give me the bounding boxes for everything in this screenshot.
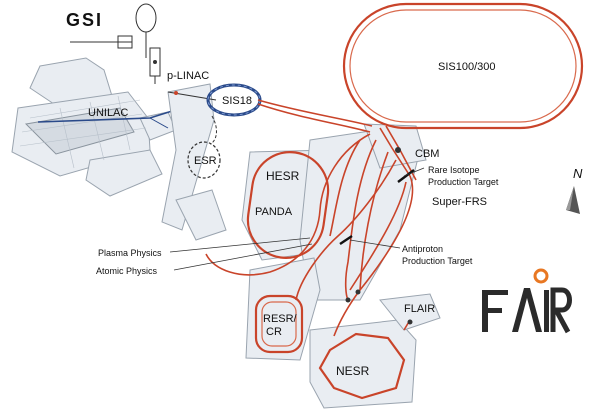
hesr-label: HESR bbox=[266, 169, 300, 183]
atomic-physics-leader bbox=[173, 243, 313, 271]
flair-label: FLAIR bbox=[404, 303, 435, 315]
p-linac-label: p-LINAC bbox=[167, 70, 209, 82]
rare-isotope-label-1: Rare Isotope bbox=[428, 165, 480, 175]
rare-isotope-target-marker bbox=[397, 169, 415, 183]
rare-isotope-label-2: Production Target bbox=[428, 177, 499, 187]
antiproton-leader bbox=[349, 239, 401, 249]
atomic-physics-label: Atomic Physics bbox=[96, 266, 158, 276]
hesr-ring bbox=[246, 151, 330, 259]
unilac-label: UNILAC bbox=[88, 107, 128, 119]
north-arrow-icon: N bbox=[566, 166, 583, 214]
antiproton-target-marker bbox=[339, 235, 353, 245]
super-frs-label: Super-FRS bbox=[432, 196, 487, 208]
rare-isotope-leader bbox=[403, 167, 425, 177]
sis18-label: SIS18 bbox=[222, 95, 252, 107]
antiproton-label-1: Antiproton bbox=[402, 244, 443, 254]
esr-label: ESR bbox=[194, 155, 217, 167]
transfer-lines bbox=[205, 99, 417, 337]
antiproton-label-2: Production Target bbox=[402, 256, 473, 266]
gsi-logo-text: GSI bbox=[66, 10, 103, 30]
plasma-physics-leader bbox=[169, 237, 311, 253]
gsi-logo: GSI bbox=[66, 3, 161, 84]
resr-label-1: RESR/ bbox=[263, 313, 298, 325]
resr-cr-rings bbox=[254, 294, 304, 354]
panda-label: PANDA bbox=[255, 206, 293, 218]
nesr-label: NESR bbox=[336, 364, 370, 378]
fair-logo-accent bbox=[533, 268, 549, 284]
north-label: N bbox=[573, 166, 583, 181]
nesr-ring bbox=[318, 319, 413, 400]
cbm-label: CBM bbox=[415, 148, 439, 160]
sis100-label: SIS100/300 bbox=[438, 61, 496, 73]
sis100-ring bbox=[342, 2, 584, 130]
fair-logo-text: FAIR bbox=[482, 348, 485, 351]
plasma-physics-label: Plasma Physics bbox=[98, 248, 162, 258]
resr-label-2: CR bbox=[266, 326, 282, 338]
esr-ring bbox=[187, 115, 221, 179]
unilac-buildings bbox=[11, 57, 189, 197]
fair-logo bbox=[482, 268, 572, 334]
